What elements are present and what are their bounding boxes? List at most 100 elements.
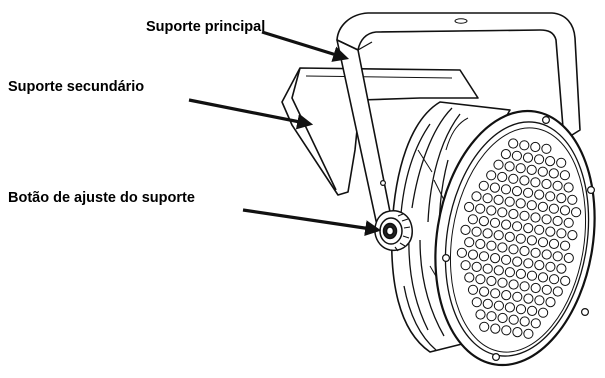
led-lens [548, 168, 559, 179]
led-lens [497, 277, 508, 288]
led-lens [541, 143, 552, 154]
led-lens [534, 224, 545, 235]
led-lens [571, 207, 582, 218]
led-lens [493, 300, 504, 311]
led-lens [501, 290, 512, 301]
led-lens [478, 180, 489, 191]
led-lens [486, 240, 497, 251]
led-lens [497, 242, 508, 253]
led-lens [486, 275, 497, 287]
led-lens [523, 223, 534, 234]
led-lens [501, 254, 512, 265]
callout-arrows [188, 30, 382, 237]
led-lens [475, 203, 486, 214]
led-lens [467, 214, 478, 225]
led-lens [490, 288, 501, 299]
led-lens [475, 274, 486, 285]
led-lens [526, 200, 537, 211]
led-lens [512, 256, 523, 267]
led-lens [563, 252, 574, 264]
main-bracket-arrow [261, 30, 350, 62]
led-lens [504, 196, 515, 207]
led-lens [508, 244, 519, 255]
led-lens [541, 284, 552, 295]
led-lens [497, 207, 508, 218]
led-lens [567, 230, 578, 241]
led-lens [541, 249, 552, 260]
led-lens [530, 177, 541, 188]
led-lens [493, 159, 504, 170]
led-lens [486, 205, 497, 216]
led-lens [508, 138, 519, 149]
led-lens [534, 189, 545, 200]
led-lens [467, 284, 479, 295]
led-lens [545, 226, 556, 237]
led-lens [512, 221, 523, 232]
led-lens [537, 166, 548, 177]
led-lens [559, 205, 571, 216]
led-lens [475, 238, 486, 250]
led-lens [464, 201, 475, 213]
led-lens [541, 178, 552, 190]
led-lens [548, 238, 560, 249]
led-lens [530, 318, 541, 329]
led-lens [545, 191, 556, 202]
led-lens [537, 272, 549, 283]
led-lens [527, 305, 538, 316]
led-lens [523, 187, 534, 198]
led-lens [530, 212, 541, 223]
led-lens [493, 230, 504, 241]
led-lens [515, 163, 526, 174]
led-lens [552, 215, 563, 227]
led-lens [478, 216, 489, 227]
secondary-bracket-arrow [188, 98, 314, 130]
led-lens [471, 297, 482, 308]
led-lens [552, 286, 563, 297]
led-lens [519, 175, 530, 186]
led-lens [556, 157, 567, 168]
led-lens [512, 291, 523, 302]
led-lens [556, 263, 567, 274]
led-lens [464, 237, 475, 248]
led-lens [508, 279, 519, 290]
led-lens [501, 325, 512, 336]
main-bracket [336, 12, 581, 231]
led-lens [511, 150, 523, 161]
led-lens [537, 237, 549, 248]
led-lens [567, 194, 578, 205]
led-array [456, 138, 582, 339]
led-lens [545, 261, 556, 272]
led-lens [560, 275, 571, 286]
led-lens [500, 149, 511, 160]
led-lens [523, 328, 534, 339]
led-lens [471, 261, 482, 272]
led-lens [482, 263, 493, 274]
led-lens [504, 267, 515, 278]
led-lens [497, 312, 508, 324]
led-lens [486, 311, 497, 322]
label-secondary-bracket: Suporte secundário [8, 79, 144, 95]
led-lens [497, 171, 508, 183]
led-lens [479, 321, 490, 332]
led-lens [552, 180, 563, 191]
led-lens [519, 281, 530, 292]
led-lens [475, 309, 486, 320]
led-lens [471, 226, 482, 237]
led-lens [534, 260, 545, 271]
led-lens [464, 272, 475, 283]
led-lens [556, 228, 567, 239]
led-lens [541, 214, 552, 225]
led-lens [519, 210, 530, 221]
led-lens [508, 208, 519, 220]
led-lens [504, 231, 515, 242]
led-lens [545, 156, 556, 167]
led-lens [556, 193, 567, 204]
label-main-bracket: Suporte principal [146, 19, 265, 35]
led-lens [482, 298, 493, 309]
led-lens [519, 245, 530, 257]
label-adjust-knob: Botão de ajuste do suporte [8, 190, 195, 206]
led-lens [545, 297, 556, 308]
led-lens [489, 182, 500, 193]
led-lens [530, 282, 541, 294]
led-lens [538, 307, 549, 318]
